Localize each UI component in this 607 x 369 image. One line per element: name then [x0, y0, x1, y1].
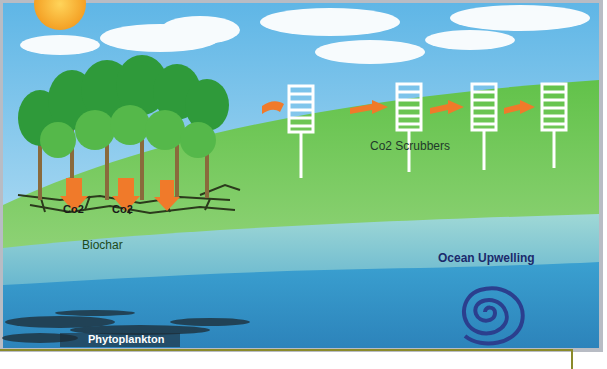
co2-label: Co2 — [63, 203, 84, 215]
co2-label: Co2 — [112, 203, 133, 215]
upwelling-label: Ocean Upwelling — [438, 251, 535, 265]
phytoplankton-label: Phytoplankton — [88, 333, 164, 345]
biochar-label: Biochar — [82, 238, 123, 252]
scrubbers-label: Co2 Scrubbers — [370, 139, 450, 153]
